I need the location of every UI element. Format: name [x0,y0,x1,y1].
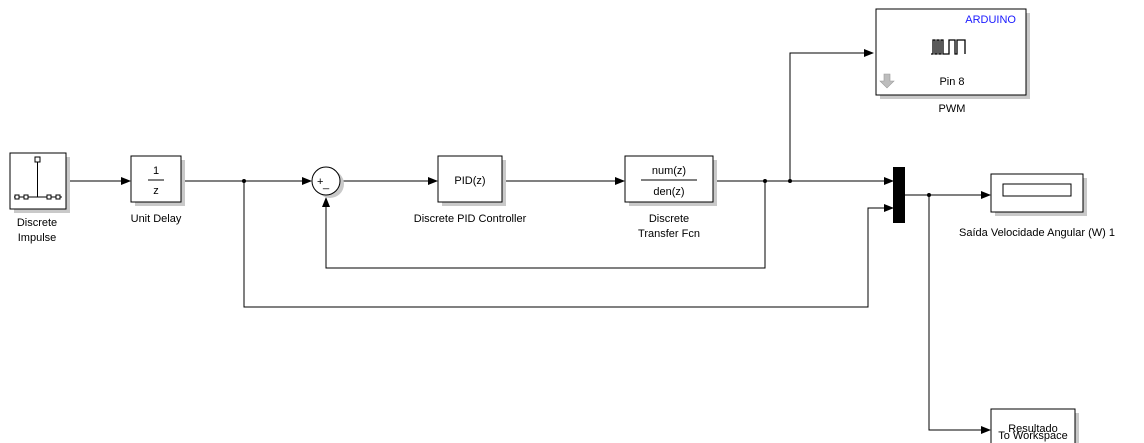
mux-block[interactable] [893,167,905,223]
unit-delay-numerator: 1 [153,165,159,177]
discrete-transfer-fcn-block[interactable]: num(z) den(z) Discrete Transfer Fcn [624,155,717,240]
junction-dot [927,193,931,197]
junction-dot [788,179,792,183]
pid-label: Discrete PID Controller [414,213,527,225]
arduino-pwm-block[interactable]: ARDUINO Pin 8 PWM [875,8,1030,115]
impulse-label-line2: Impulse [18,232,57,244]
scope-label: Saída Velocidade Angular (W) 1 [959,227,1115,239]
down-arrow-icon [879,73,895,89]
impulse-label-line1: Discrete [17,217,57,229]
scope-display-block[interactable]: Saída Velocidade Angular (W) 1 [959,173,1115,239]
sum-minus-sign: _ [322,178,330,190]
to-workspace-block[interactable]: Resultado [990,408,1079,443]
tf-label-line1: Discrete [649,213,689,225]
display-screen [1002,183,1072,197]
sum-block[interactable]: + _ [311,166,344,198]
tf-denominator: den(z) [653,186,684,198]
arduino-pin-label: Pin 8 [939,76,964,88]
pid-content: PID(z) [454,175,485,187]
unit-delay-block[interactable]: 1 z Unit Delay [130,155,185,225]
unit-delay-denominator: z [153,185,159,197]
sum-plus-sign: + [317,176,323,188]
junction-dot [242,179,246,183]
to-workspace-label: To Workspace [998,430,1068,442]
tf-label-line2: Transfer Fcn [638,228,700,240]
pid-controller-block[interactable]: PID(z) Discrete PID Controller [414,155,527,225]
wire-reference-to-mux[interactable] [243,181,894,308]
tf-numerator: num(z) [652,165,686,177]
impulse-icon [14,156,62,200]
discrete-impulse-block[interactable]: Discrete Impulse [9,152,70,244]
arduino-brand-label: ARDUINO [965,14,1016,26]
wire-branch-to-workspace[interactable] [928,195,991,434]
workspace-variable: Resultado [1008,423,1058,435]
wire-branch-to-pwm[interactable] [789,49,874,181]
pwm-pulse-icon [931,39,966,55]
pwm-label: PWM [939,103,966,115]
wire-feedback-to-sum[interactable] [322,181,766,269]
signal-lines [69,49,991,434]
unit-delay-label: Unit Delay [131,213,182,225]
junction-dot [763,179,767,183]
